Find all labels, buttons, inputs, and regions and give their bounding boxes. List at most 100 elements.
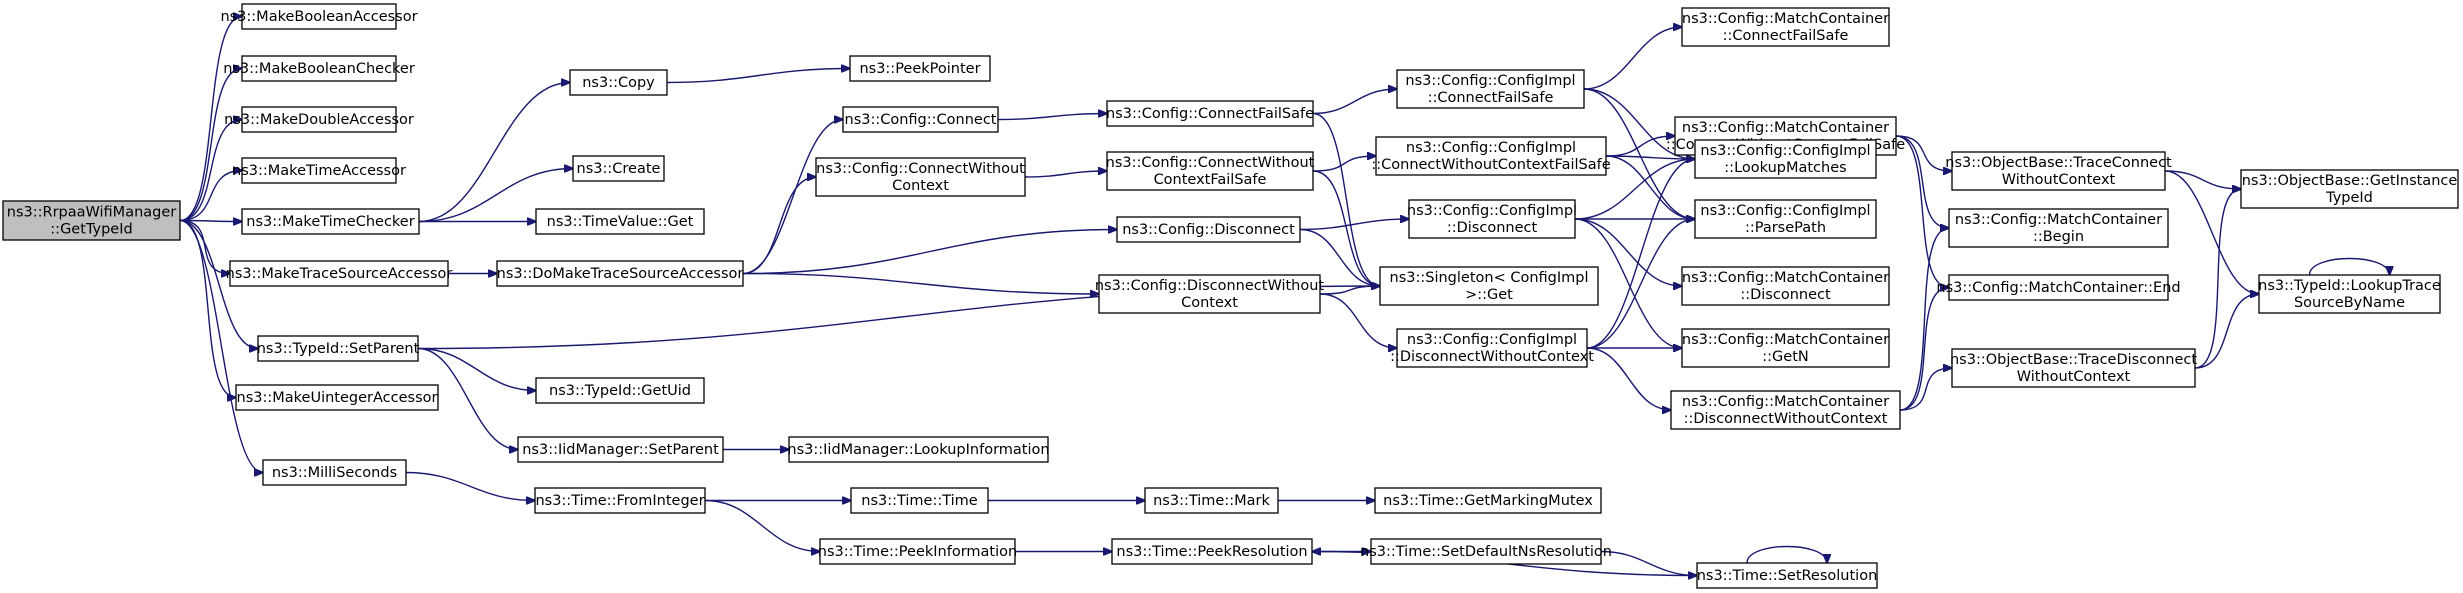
node-ns3-domaketracesourceaccessor[interactable]: ns3::DoMakeTraceSourceAccessor bbox=[496, 260, 744, 287]
node-ns3-config-configimpl-disconnect[interactable]: ns3::Config::ConfigImpl::Disconnect bbox=[1407, 199, 1577, 239]
edge-dmtsa-to-cdisc bbox=[742, 230, 1117, 275]
node-box bbox=[819, 538, 1016, 565]
node-ns3-makebooleanaccessor[interactable]: ns3::MakeBooleanAccessor bbox=[220, 3, 418, 30]
node-ns3-config-configimpl-lookupmatches[interactable]: ns3::Config::ConfigImpl::LookupMatches bbox=[1694, 139, 1877, 179]
node-box bbox=[1681, 7, 1890, 47]
node-ns3-config-matchcontainer-disconnect[interactable]: ns3::Config::MatchContainer::Disconnect bbox=[1681, 266, 1890, 306]
node-ns3-config-configimpl-connectfailsafe[interactable]: ns3::Config::ConfigImpl::ConnectFailSafe bbox=[1396, 69, 1585, 109]
edge-dmtsa-to-ccwc bbox=[742, 177, 816, 275]
node-label: ns3::PeekPointer bbox=[859, 61, 980, 77]
node-ns3-time-peekinformation[interactable]: ns3::Time::PeekInformation bbox=[818, 538, 1017, 565]
node-ns3-config-matchcontainer-connectfailsafe[interactable]: ns3::Config::MatchContainer::ConnectFail… bbox=[1681, 7, 1890, 47]
node-ns3-config-matchcontainer-getn[interactable]: ns3::Config::MatchContainer::GetN bbox=[1681, 328, 1890, 368]
node-box bbox=[1948, 208, 2169, 248]
node-ns3-config-connectwithout-context[interactable]: ns3::Config::ConnectWithoutContext bbox=[815, 157, 1026, 197]
edge-path bbox=[1319, 293, 1397, 348]
node-ns3-peekpointer[interactable]: ns3::PeekPointer bbox=[849, 55, 991, 82]
edge-cicwcfs-to-cipp bbox=[1605, 155, 1695, 219]
node-ns3-makedoubleaccessor[interactable]: ns3::MakeDoubleAccessor bbox=[224, 106, 414, 133]
edge-path bbox=[1574, 218, 1682, 348]
node-ns3-objectbase-traceconnect-withoutcontext[interactable]: ns3::ObjectBase::TraceConnectWithoutCont… bbox=[1945, 151, 2172, 191]
node-ns3-config-disconnectwithout-context[interactable]: ns3::Config::DisconnectWithoutContext bbox=[1095, 274, 1325, 314]
edge-path bbox=[1895, 135, 1949, 228]
edge-cicfs-to-cipp bbox=[1583, 88, 1695, 219]
node-ns3-config-configimpl-parsepath[interactable]: ns3::Config::ConfigImpl::ParsePath bbox=[1694, 199, 1877, 239]
node-ns3-makeuintegeraccessor[interactable]: ns3::MakeUintegerAccessor bbox=[235, 384, 439, 411]
node-ns3-copy[interactable]: ns3::Copy bbox=[569, 69, 668, 96]
node-ns3-makebooleanchecker[interactable]: ns3::MakeBooleanChecker bbox=[223, 55, 415, 82]
node-box bbox=[257, 335, 419, 362]
edge-path bbox=[1605, 155, 1695, 219]
node-ns3-maketimeaccessor[interactable]: ns3::MakeTimeAccessor bbox=[232, 157, 406, 184]
node-label: ns3::Config::ConfigImpl bbox=[1405, 73, 1575, 89]
node-ns3-config-connect[interactable]: ns3::Config::Connect bbox=[842, 106, 999, 133]
node-label: ns3::MilliSeconds bbox=[272, 465, 397, 481]
node-label: ns3::MakeBooleanAccessor bbox=[220, 9, 417, 25]
node-label: ::GetTypeId bbox=[50, 222, 132, 238]
edge-path bbox=[179, 17, 242, 222]
edge-ccfs-to-sget bbox=[1312, 112, 1380, 287]
node-label: ns3::IidManager::LookupInformation bbox=[787, 442, 1049, 458]
edge-path bbox=[1586, 219, 1695, 349]
node-box bbox=[535, 377, 705, 404]
node-ns3-milliseconds[interactable]: ns3::MilliSeconds bbox=[262, 459, 407, 486]
edge-root-to-ms bbox=[179, 219, 263, 473]
node-label: ::ConnectFailSafe bbox=[1723, 28, 1849, 44]
node-ns3-maketimechecker[interactable]: ns3::MakeTimeChecker bbox=[241, 208, 420, 235]
node-ns3-maketracesourceaccessor[interactable]: ns3::MakeTraceSourceAccessor bbox=[226, 260, 453, 287]
edge-path bbox=[1312, 156, 1376, 172]
node-box bbox=[241, 3, 397, 30]
edge-cdisc-to-cidisc bbox=[1299, 219, 1409, 231]
node-ns3-objectbase-tracedisconnect-withoutcontext[interactable]: ns3::ObjectBase::TraceDisconnectWithoutC… bbox=[1950, 348, 2197, 388]
node-ns3-config-disconnect[interactable]: ns3::Config::Disconnect bbox=[1116, 216, 1301, 243]
node-ns3-time-frominteger[interactable]: ns3::Time::FromInteger bbox=[534, 487, 706, 514]
edge-cidwc-to-cilm bbox=[1586, 159, 1695, 349]
node-ns3-iidmanager-lookupinformation[interactable]: ns3::IidManager::LookupInformation bbox=[787, 436, 1050, 463]
edge-path bbox=[1024, 171, 1107, 178]
node-ns3-time-setresolution[interactable]: ns3::Time::SetResolution bbox=[1696, 562, 1878, 589]
edge-path bbox=[1574, 159, 1695, 220]
node-box bbox=[815, 157, 1026, 197]
node-box bbox=[1374, 487, 1602, 514]
edges-layer bbox=[179, 17, 2390, 576]
edge-ccwcfs-to-sget bbox=[1312, 170, 1380, 286]
node-ns3-config-matchcontainer-disconnectwithoutcontext[interactable]: ns3::Config::MatchContainer::DisconnectW… bbox=[1670, 390, 1901, 430]
node-box bbox=[1408, 199, 1576, 239]
node-label: ns3::Time::PeekInformation bbox=[818, 544, 1017, 560]
node-ns3-time-time[interactable]: ns3::Time::Time bbox=[850, 487, 989, 514]
edge-path bbox=[666, 69, 850, 84]
node-label: Context bbox=[892, 178, 949, 194]
node-box bbox=[241, 106, 397, 133]
node-ns3-typeid-getuid[interactable]: ns3::TypeId::GetUid bbox=[535, 377, 705, 404]
node-box bbox=[572, 155, 665, 182]
edge-cicfs-to-cilm bbox=[1583, 88, 1695, 159]
node-label: ::Begin bbox=[2033, 229, 2084, 245]
node-ns3-typeid-setparent[interactable]: ns3::TypeId::SetParent bbox=[257, 335, 420, 362]
node-ns3-config-configimpl-connectwithoutcontextfailsafe[interactable]: ns3::Config::ConfigImpl::ConnectWithoutC… bbox=[1371, 136, 1611, 176]
node-ns3-rrpaawifimanager-gettypeid[interactable]: ns3::RrpaaWifiManager::GetTypeId bbox=[2, 200, 181, 241]
node-ns3-time-mark[interactable]: ns3::Time::Mark bbox=[1144, 487, 1279, 514]
node-ns3-iidmanager-setparent[interactable]: ns3::IidManager::SetParent bbox=[517, 436, 724, 463]
node-ns3-config-connectfailsafe[interactable]: ns3::Config::ConnectFailSafe bbox=[1106, 100, 1314, 127]
edge-mcdwc-to-obtdwc bbox=[1899, 368, 1952, 411]
node-ns3-config-matchcontainer-begin[interactable]: ns3::Config::MatchContainer::Begin bbox=[1948, 208, 2169, 248]
node-ns3-time-getmarkingmutex[interactable]: ns3::Time::GetMarkingMutex bbox=[1374, 487, 1602, 514]
edge-path bbox=[1605, 136, 1675, 157]
node-ns3-timevalue-get[interactable]: ns3::TimeValue::Get bbox=[535, 208, 705, 235]
node-label: ns3::Config::ConnectWithout bbox=[1106, 155, 1315, 171]
edge-copy-to-peekptr bbox=[666, 69, 850, 84]
node-ns3-singleton-configimpl-get[interactable]: ns3::Singleton< ConfigImpl >::Get bbox=[1379, 266, 1599, 306]
node-ns3-create[interactable]: ns3::Create bbox=[572, 155, 665, 182]
node-ns3-config-connectwithout-contextfailsafe[interactable]: ns3::Config::ConnectWithoutContextFailSa… bbox=[1106, 151, 1315, 191]
node-label: ns3::Config::ConnectFailSafe bbox=[1106, 106, 1314, 122]
edge-mccwcfs-to-mcend bbox=[1895, 135, 1949, 288]
node-ns3-config-matchcontainer-end[interactable]: ns3::Config::MatchContainer::End bbox=[1936, 274, 2181, 301]
edge-path bbox=[179, 171, 242, 222]
edge-path bbox=[418, 83, 570, 223]
node-ns3-time-peekresolution[interactable]: ns3::Time::PeekResolution bbox=[1111, 538, 1313, 565]
node-ns3-config-configimpl-disconnectwithoutcontext[interactable]: ns3::Config::ConfigImpl::DisconnectWitho… bbox=[1390, 328, 1594, 368]
node-label: ns3::Config::MatchContainer bbox=[1682, 270, 1889, 286]
node-ns3-time-setdefaultnsresolution[interactable]: ns3::Time::SetDefaultNsResolution bbox=[1360, 538, 1612, 565]
